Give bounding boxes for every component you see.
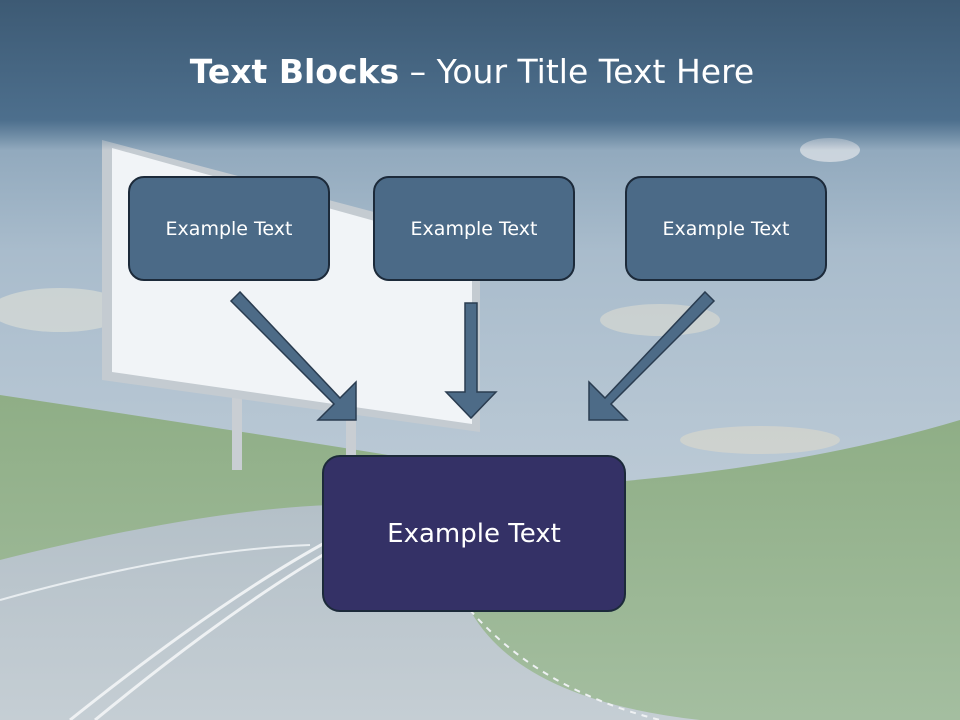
result-block[interactable]: Example Text — [322, 455, 626, 612]
text-block-1[interactable]: Example Text — [128, 176, 330, 281]
text-block-3-label: Example Text — [662, 217, 790, 240]
text-block-2[interactable]: Example Text — [373, 176, 575, 281]
slide-title: Text Blocks – Your Title Text Here — [0, 52, 944, 91]
slide-title-rest: – Your Title Text Here — [399, 52, 755, 91]
arrow-right-diagonal — [588, 290, 716, 421]
arrow-center-down — [444, 302, 498, 420]
arrow-left-diagonal — [229, 290, 357, 421]
text-block-2-label: Example Text — [410, 217, 538, 240]
title-bar-background — [0, 0, 960, 150]
slide-title-bold: Text Blocks — [189, 52, 400, 91]
text-block-3[interactable]: Example Text — [625, 176, 827, 281]
result-block-label: Example Text — [387, 518, 561, 549]
text-block-1-label: Example Text — [165, 217, 293, 240]
